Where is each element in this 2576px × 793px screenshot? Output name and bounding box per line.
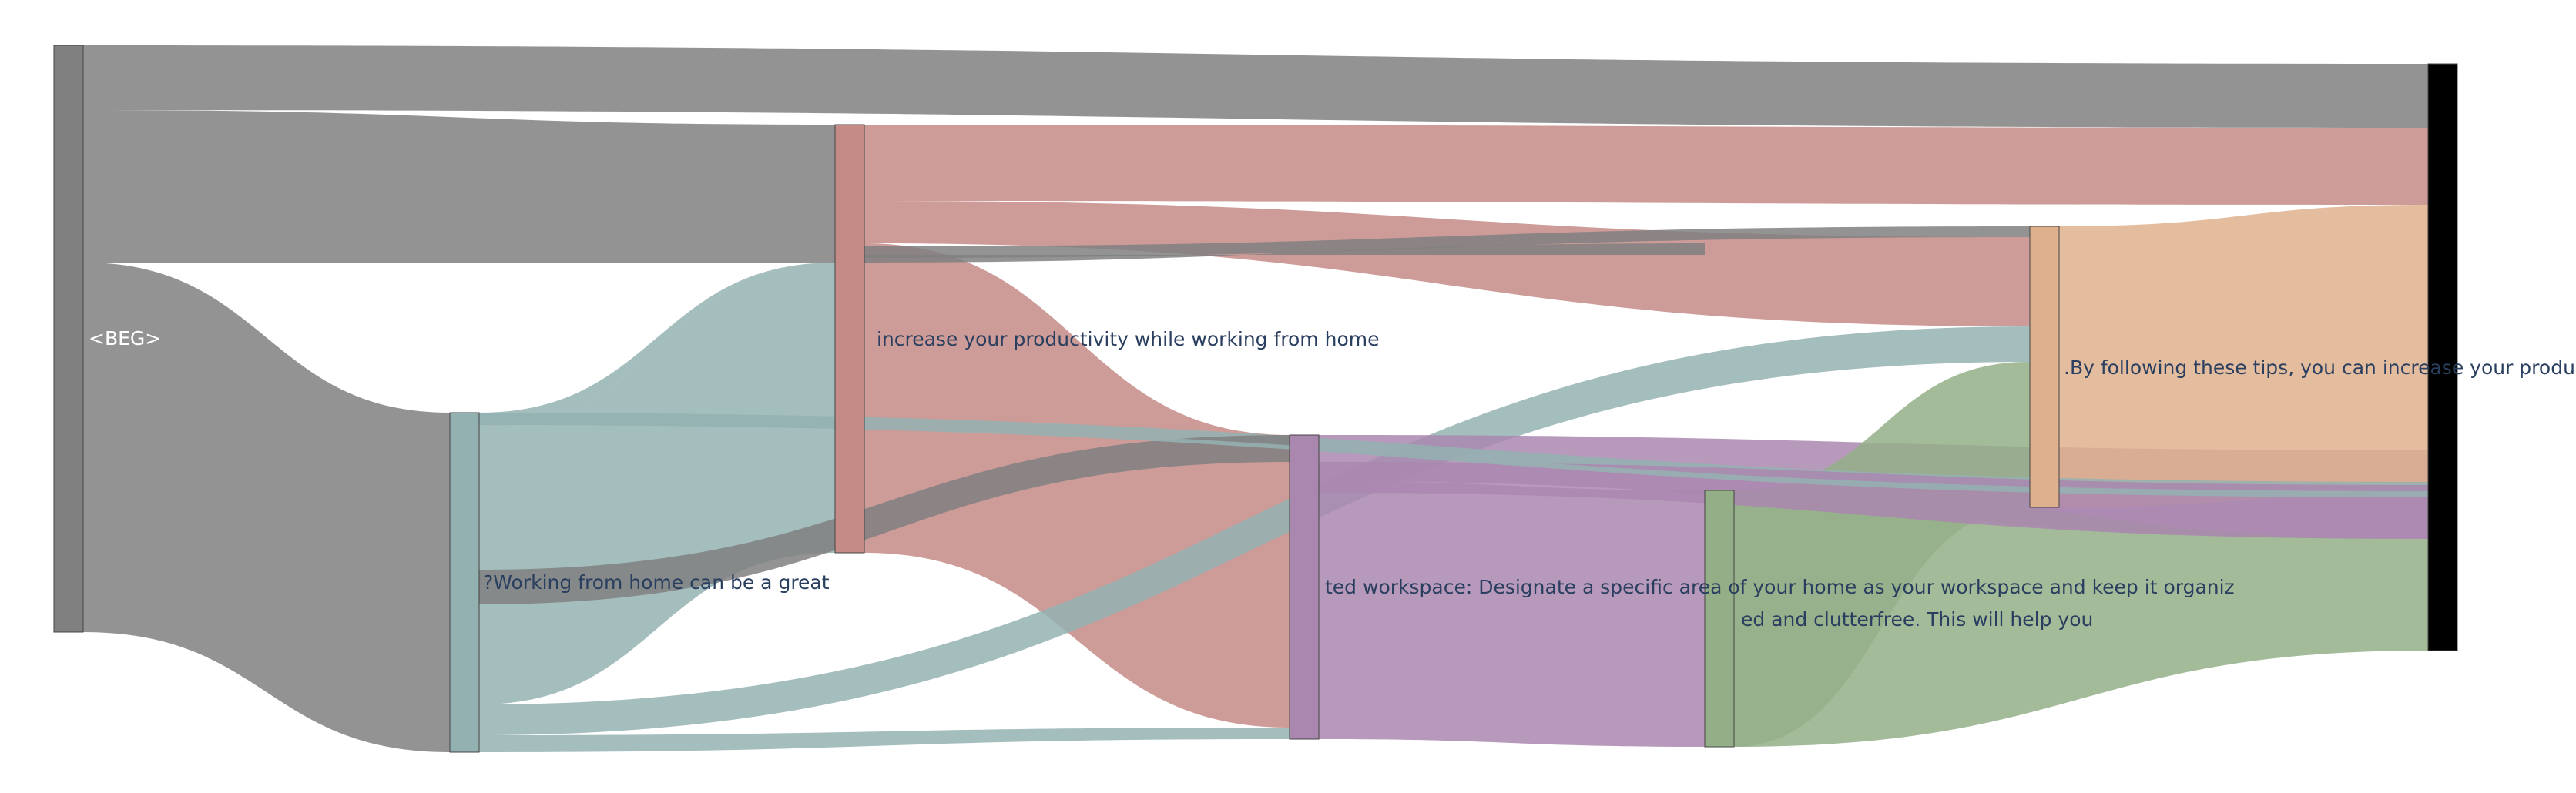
link-beg-to-end[interactable] — [83, 45, 2428, 128]
link-wfh-to-end[interactable] — [479, 422, 2428, 497]
link-wfh-to-end[interactable] — [479, 413, 2428, 491]
sankey-labels: <BEG> ?Working from home can be a great … — [89, 327, 2576, 631]
link-ded-to-clut[interactable] — [1319, 481, 1705, 747]
node-label-ded: ted workspace: Designate a specific area… — [1325, 576, 2235, 598]
link-ded-to-end[interactable] — [1319, 462, 2428, 539]
link-beg-to-wfh[interactable] — [83, 263, 450, 752]
link-tips-to-end[interactable] — [2059, 205, 2428, 507]
node-end[interactable] — [2427, 63, 2458, 651]
link-wfh-to-ded[interactable] — [479, 435, 1290, 604]
node-label-inc: increase your productivity while working… — [877, 328, 1379, 350]
node-ded[interactable] — [1289, 434, 1320, 740]
link-wfh-to-ded[interactable] — [479, 728, 1290, 752]
node-clut[interactable] — [1704, 490, 1735, 748]
link-beg-to-inc[interactable] — [83, 110, 835, 263]
node-wfh[interactable] — [449, 412, 480, 753]
link-inc-to-clut[interactable] — [864, 243, 1705, 263]
node-inc[interactable] — [834, 124, 865, 554]
link-clut-to-end[interactable] — [1734, 490, 2428, 747]
link-wfh-to-tips[interactable] — [479, 326, 2030, 735]
link-inc-to-ded[interactable] — [864, 243, 1290, 728]
sankey-nodes — [53, 45, 2458, 753]
node-label-beg: <BEG> — [89, 327, 161, 350]
link-inc-to-tips[interactable] — [864, 226, 2030, 258]
node-label-tips: .By following these tips, you can increa… — [2064, 356, 2576, 379]
node-beg[interactable] — [53, 45, 84, 633]
node-label-clut: ed and clutterfree. This will help you — [1741, 608, 2093, 631]
node-tips[interactable] — [2029, 226, 2060, 508]
link-wfh-to-inc[interactable] — [479, 263, 835, 704]
link-inc-to-end[interactable] — [864, 125, 2428, 205]
sankey-links — [83, 45, 2428, 752]
link-inc-to-tips[interactable] — [864, 201, 2030, 326]
node-label-wfh: ?Working from home can be a great — [483, 571, 830, 594]
